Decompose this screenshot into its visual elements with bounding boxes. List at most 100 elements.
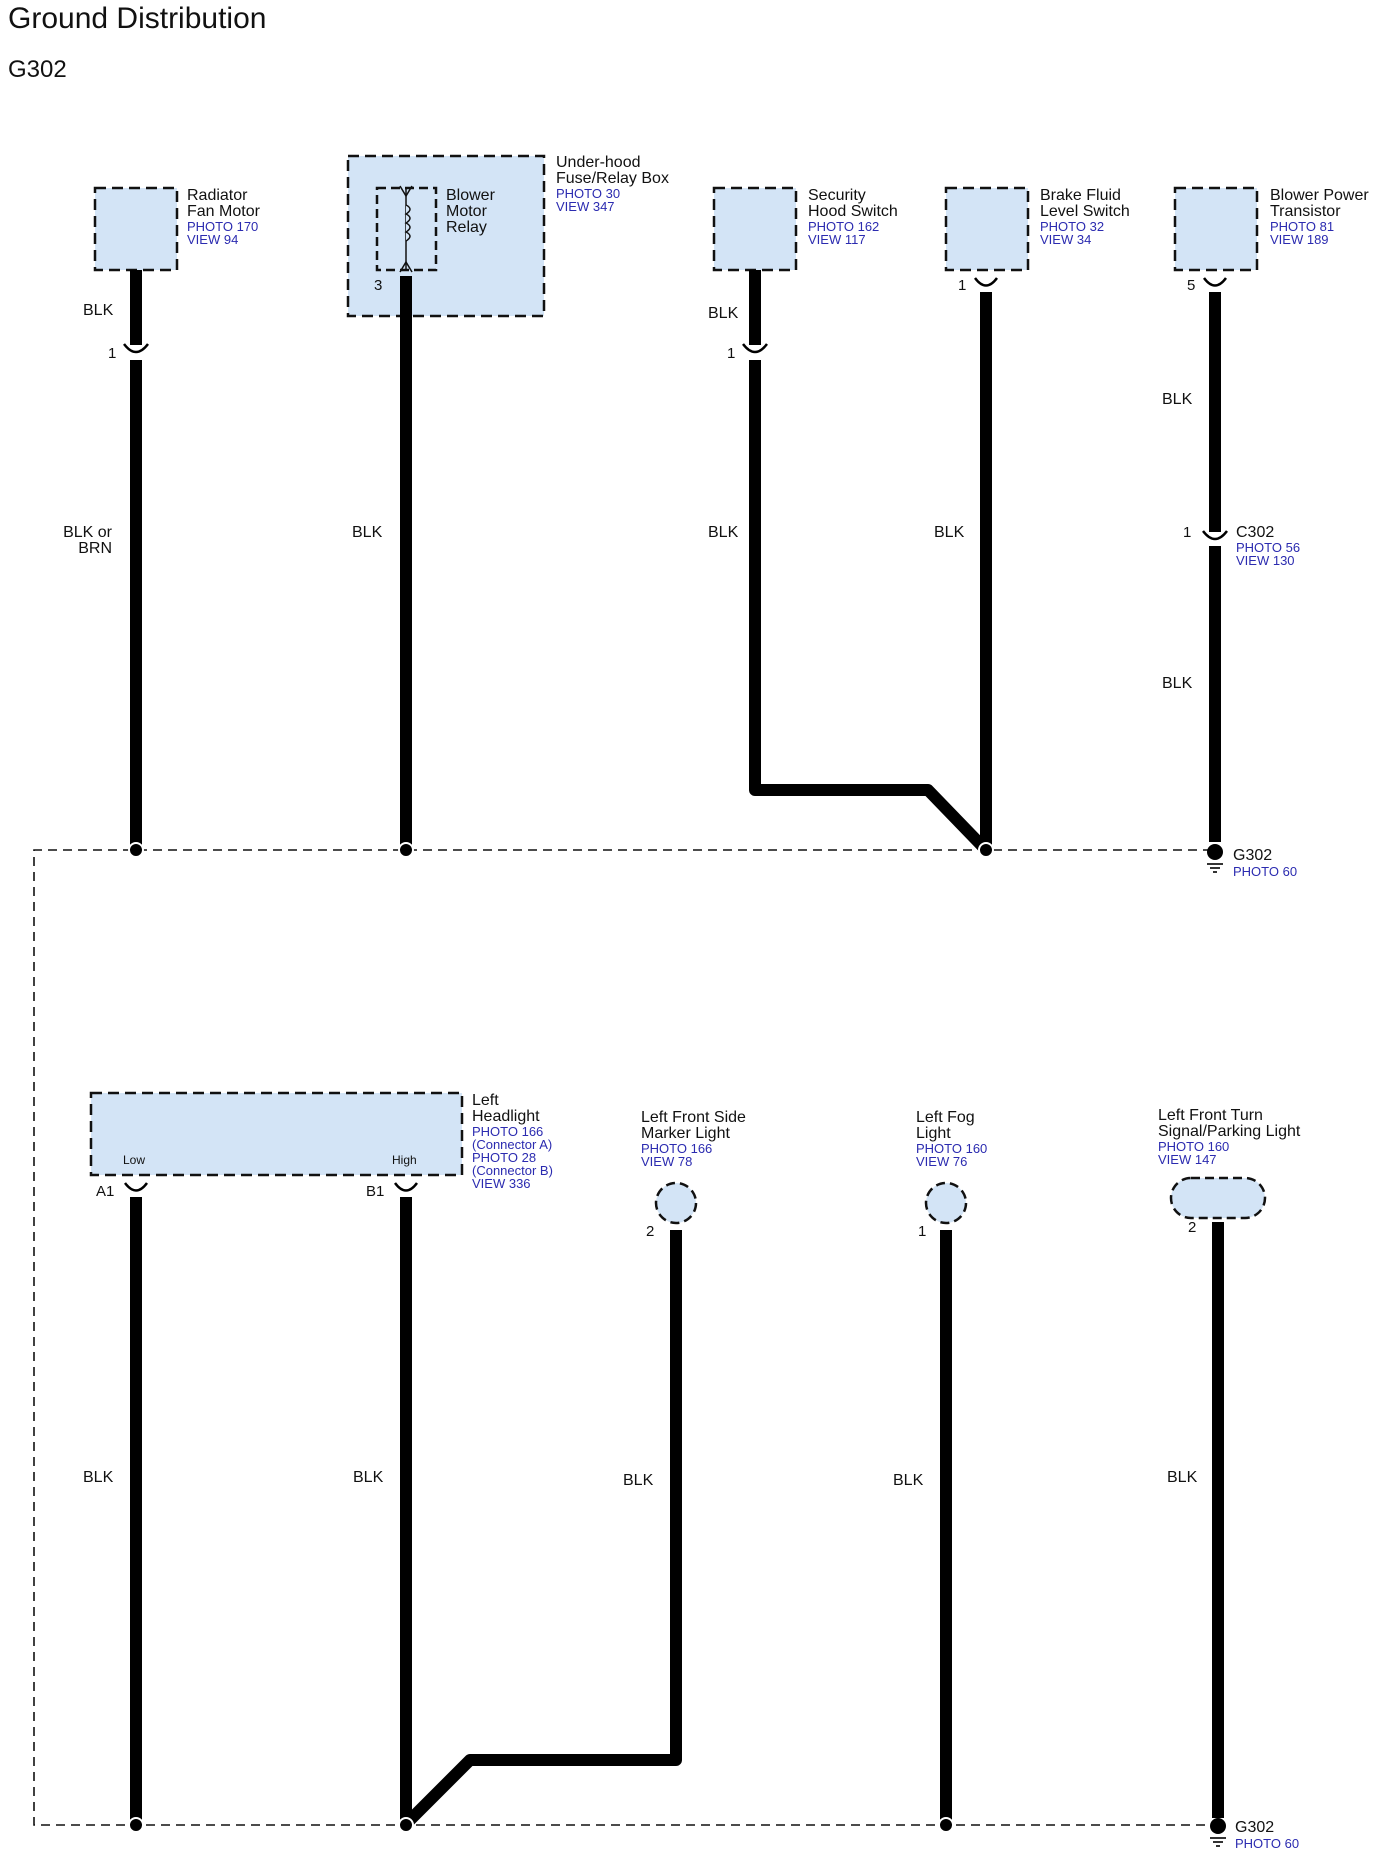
headlight-pin-a1: A1 [96, 1183, 114, 1200]
splice-dot [128, 842, 144, 858]
fog-light-bulb-icon[interactable] [924, 1181, 968, 1225]
bottom-splice-points [128, 1817, 954, 1833]
security-wire-top-label: BLK [708, 305, 739, 322]
splice-dot [938, 1817, 954, 1833]
c302-view-ref[interactable]: VIEW 130 [1236, 553, 1295, 568]
fog-wire-label: BLK [893, 1472, 924, 1489]
radiator-name-2: Fan Motor [187, 203, 261, 220]
side-marker-photo-ref[interactable]: PHOTO 166 [641, 1141, 712, 1156]
radiator-view-ref[interactable]: VIEW 94 [187, 232, 238, 247]
splice-dot [128, 1817, 144, 1833]
blower-pt-view-ref[interactable]: VIEW 189 [1270, 232, 1329, 247]
fog-name-1: Left Fog [916, 1109, 975, 1126]
page-subtitle: G302 [8, 56, 67, 83]
headlight-photo-ref-a[interactable]: PHOTO 166 [472, 1124, 543, 1139]
ground-bottom-name: G302 [1235, 1819, 1274, 1836]
headlight-b1-connector-mark [393, 1182, 419, 1192]
blower-power-transistor[interactable]: Blower Power Transistor PHOTO 81 VIEW 18… [1162, 186, 1369, 842]
turn-view-ref[interactable]: VIEW 147 [1158, 1152, 1217, 1167]
blower-power-transistor-box[interactable] [1173, 186, 1259, 272]
top-splice-points [128, 842, 994, 858]
brake-view-ref[interactable]: VIEW 34 [1040, 232, 1091, 247]
ground-icon [1210, 1837, 1226, 1847]
headlight-connector-b: (Connector B) [472, 1163, 553, 1178]
left-front-side-marker-light[interactable]: Left Front Side Marker Light PHOTO 166 V… [403, 1109, 746, 1827]
underhood-fuse-relay-box[interactable]: Blower Motor Relay 3 Under-hood Fuse/Rel… [346, 154, 669, 850]
headlight-name-1: Left [472, 1092, 499, 1109]
turn-name-1: Left Front Turn [1158, 1107, 1263, 1124]
security-name-2: Hood Switch [808, 203, 898, 220]
radiator-fan-motor-box[interactable] [93, 186, 179, 272]
left-front-turn-signal-light[interactable]: Left Front Turn Signal/Parking Light PHO… [1158, 1107, 1301, 1818]
radiator-wire-label-1: BLK or [63, 524, 113, 541]
left-headlight[interactable]: Low High Left Headlight PHOTO 166 (Conne… [83, 1091, 553, 1825]
ground-g302-bottom[interactable]: G302 PHOTO 60 [1210, 1818, 1299, 1851]
brake-name-1: Brake Fluid [1040, 187, 1121, 204]
fuse-relay-box[interactable] [346, 154, 546, 318]
c302-name: C302 [1236, 524, 1274, 541]
left-headlight-box[interactable] [89, 1091, 464, 1177]
fog-photo-ref[interactable]: PHOTO 160 [916, 1141, 987, 1156]
fusebox-name-1: Under-hood [556, 154, 641, 171]
security-view-ref[interactable]: VIEW 117 [808, 232, 866, 247]
ground-top-photo-ref[interactable]: PHOTO 60 [1233, 864, 1297, 879]
headlight-photo-ref-b[interactable]: PHOTO 28 [472, 1150, 536, 1165]
fog-view-ref[interactable]: VIEW 76 [916, 1154, 967, 1169]
side-marker-pin: 2 [646, 1223, 654, 1240]
radiator-pin: 1 [108, 345, 116, 362]
fog-name-2: Light [916, 1125, 951, 1142]
security-name-1: Security [808, 187, 866, 204]
blower-pt-pin: 5 [1187, 277, 1195, 294]
security-connector-mark [742, 343, 768, 354]
fog-pin: 1 [918, 1223, 926, 1240]
headlight-b1-wire-label: BLK [353, 1469, 384, 1486]
c302-pin: 1 [1183, 524, 1191, 541]
relay-name-1: Blower [446, 187, 496, 204]
brake-fluid-level-switch[interactable]: Brake Fluid Level Switch PHOTO 32 VIEW 3… [934, 186, 1130, 850]
relay-name-3: Relay [446, 219, 487, 236]
side-marker-wire-label: BLK [623, 1472, 654, 1489]
side-marker-bulb-icon[interactable] [654, 1181, 698, 1225]
side-marker-name-1: Left Front Side [641, 1109, 746, 1126]
turn-signal-bulb-icon[interactable] [1169, 1176, 1267, 1220]
brake-connector-mark [973, 277, 999, 287]
ground-bus [33, 849, 1212, 1826]
radiator-photo-ref[interactable]: PHOTO 170 [187, 219, 258, 234]
turn-pin: 2 [1188, 1219, 1196, 1236]
splice-dot [398, 842, 414, 858]
brake-fluid-switch-box[interactable] [944, 186, 1030, 272]
security-wire-lower [749, 360, 991, 855]
security-photo-ref[interactable]: PHOTO 162 [808, 219, 879, 234]
c302-photo-ref[interactable]: PHOTO 56 [1236, 540, 1300, 555]
security-hood-switch-box[interactable] [712, 186, 798, 272]
radiator-name-1: Radiator [187, 187, 248, 204]
blower-pt-name-1: Blower Power [1270, 187, 1369, 204]
splice-dot [398, 1817, 414, 1833]
ground-bottom-photo-ref[interactable]: PHOTO 60 [1235, 1836, 1299, 1851]
headlight-a1-connector-mark [123, 1182, 149, 1192]
relay-name-2: Motor [446, 203, 488, 220]
radiator-wire-label-2: BRN [78, 540, 112, 557]
turn-photo-ref[interactable]: PHOTO 160 [1158, 1139, 1229, 1154]
headlight-a1-wire-label: BLK [83, 1469, 114, 1486]
blower-pt-photo-ref[interactable]: PHOTO 81 [1270, 219, 1334, 234]
security-hood-switch[interactable]: Security Hood Switch PHOTO 162 VIEW 117 … [708, 186, 991, 855]
fusebox-photo-ref[interactable]: PHOTO 30 [556, 186, 620, 201]
blower-pt-name-2: Transistor [1270, 203, 1341, 220]
side-marker-view-ref[interactable]: VIEW 78 [641, 1154, 692, 1169]
brake-photo-ref[interactable]: PHOTO 32 [1040, 219, 1104, 234]
fusebox-view-ref[interactable]: VIEW 347 [556, 199, 615, 214]
radiator-connector-mark [123, 343, 149, 354]
c302-connector-mark [1202, 530, 1228, 541]
headlight-low-label: Low [123, 1153, 145, 1167]
ground-g302-top[interactable]: G302 PHOTO 60 [1207, 844, 1297, 879]
left-fog-light[interactable]: Left Fog Light PHOTO 160 VIEW 76 1 BLK [893, 1109, 987, 1825]
side-marker-wire [403, 1230, 682, 1827]
blower-pt-wire-bottom-label: BLK [1162, 675, 1193, 692]
fusebox-name-2: Fuse/Relay Box [556, 170, 669, 187]
splice-dot [978, 842, 994, 858]
radiator-fan-motor[interactable]: Radiator Fan Motor PHOTO 170 VIEW 94 BLK… [63, 186, 261, 850]
headlight-connector-a: (Connector A) [472, 1137, 552, 1152]
headlight-view-ref[interactable]: VIEW 336 [472, 1176, 531, 1191]
